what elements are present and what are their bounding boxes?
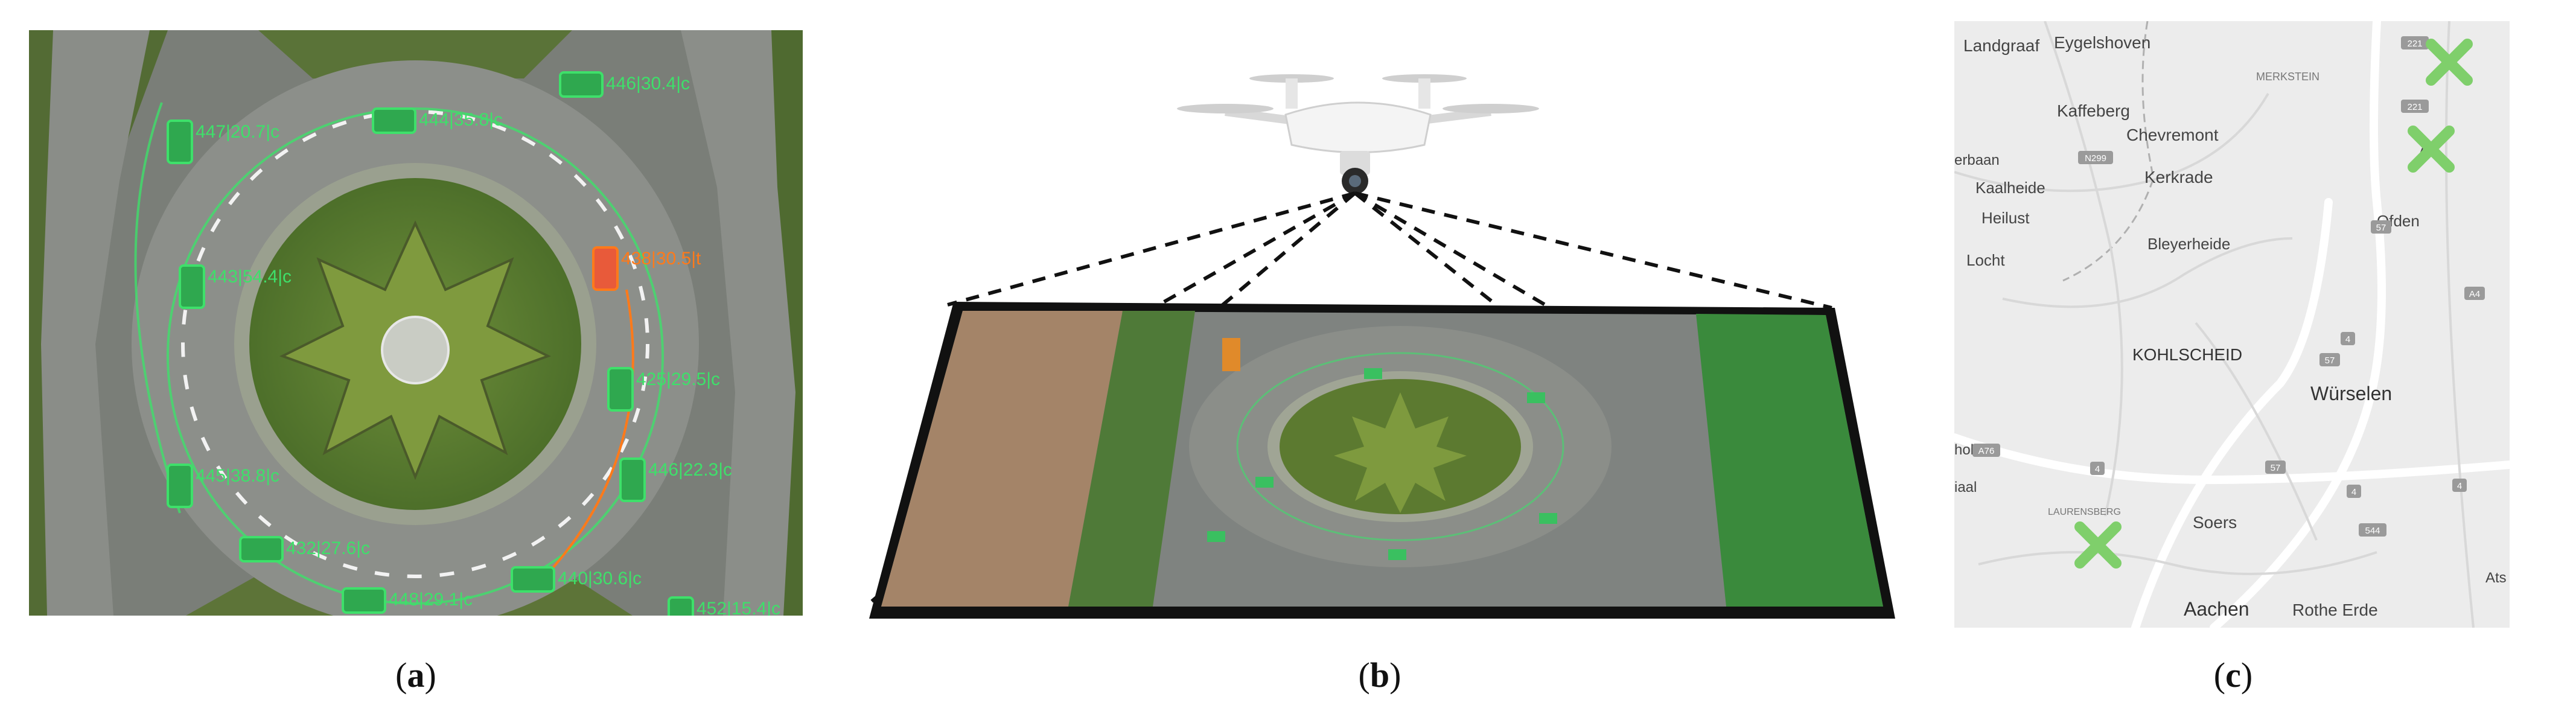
road-shield-label: 57 [2325, 355, 2335, 366]
road-shield [2078, 151, 2113, 164]
map-place-label: Chevremont [2126, 126, 2219, 144]
map-place-label: LAURENSBERG [2048, 507, 2121, 517]
road-shield-label: 4 [2457, 481, 2462, 491]
vehicle-label: 447|20.7|c [196, 122, 279, 142]
map-place-label: Würselen [2310, 383, 2392, 404]
road-shield-label: 4 [2345, 334, 2350, 345]
road-shield [2359, 523, 2386, 537]
map-place-label: MERKSTEIN [2256, 71, 2319, 83]
location-marker-icon [2408, 126, 2455, 173]
map-place-label: Ats [2485, 570, 2507, 586]
map-place-label: Aachen [2184, 598, 2249, 620]
road-shield-label: 221 [2407, 39, 2422, 49]
caption-a: (a) [395, 655, 436, 695]
map-place-label: Landgraaf [1963, 36, 2039, 55]
map-place-label: Bleyerheide [2147, 235, 2230, 253]
road-shield-label: 4 [2095, 464, 2100, 474]
location-marker-icon [2074, 521, 2122, 569]
road-shield [1972, 444, 2000, 457]
road-shield-label: 544 [2365, 526, 2380, 536]
road-shield [2464, 287, 2485, 300]
map-place-label: iaal [1954, 479, 1977, 496]
vehicle-label: 452|15.4|c [697, 599, 780, 616]
vehicle-label: 445|38.8|c [196, 466, 279, 486]
vehicle-label: 443|54.4|c [208, 267, 292, 287]
road-shield [2341, 332, 2355, 345]
map-place-label: Soers [2193, 513, 2237, 532]
road-shield [2090, 462, 2105, 475]
map-place-label: Heilust [1981, 209, 2030, 227]
vehicle-box [559, 71, 604, 98]
road-shield-label: 57 [2271, 463, 2281, 473]
map-place-label: Rothe Erde [2292, 601, 2378, 619]
projected-image [869, 302, 1895, 619]
map-place-label: erbaan [1954, 152, 2000, 168]
road-shield-label: A76 [1978, 446, 1995, 456]
vehicle-label: 448|29.1|c [389, 590, 473, 610]
road-shield [2347, 485, 2361, 498]
road-shield [2319, 353, 2340, 366]
vehicle-box [668, 596, 694, 641]
road-shield-label: N299 [2085, 153, 2106, 164]
map-place-label: Locht [1966, 251, 2005, 269]
vehicle-label: 438|30.5|t [621, 249, 701, 269]
vehicle-label: 432|27.6|c [286, 538, 370, 558]
vehicle-box [342, 587, 386, 614]
panel-b-drone-projection [868, 74, 1895, 619]
location-marker-icon [2426, 39, 2473, 86]
vehicle-box [372, 107, 416, 134]
road-shield [2265, 460, 2286, 474]
vehicle-box [179, 264, 205, 309]
caption-b: (b) [1358, 655, 1401, 695]
drone-icon [1177, 74, 1539, 194]
vehicle-label: 446|22.3|c [648, 460, 732, 480]
vehicle-label: 425|29.5|c [636, 369, 720, 389]
panel-b [868, 54, 1907, 634]
panel-a-aerial-image: 444|35.8|c 446|30.4|c 447|20.7|c 443|54.4|c… [29, 30, 803, 641]
vehicle-box [511, 566, 555, 593]
vehicle-box [239, 536, 284, 562]
map-place-label: Kaffeberg [2057, 101, 2130, 120]
map-place-label: Eygelshoven [2054, 33, 2150, 52]
road-shield-label: A4 [2469, 289, 2480, 299]
road-shield [2401, 36, 2429, 49]
road-shield [2371, 220, 2391, 234]
road-shield [2452, 479, 2467, 492]
vehicle-box [167, 119, 193, 164]
vehicle-box [619, 457, 646, 502]
vehicle-box [592, 246, 619, 291]
map-place-label: KOHLSCHEID [2132, 345, 2242, 364]
caption-c: (c) [2213, 655, 2253, 695]
vehicle-label: 440|30.6|c [558, 569, 642, 588]
road-shield-label: 4 [2351, 487, 2356, 497]
map-place-label: Kerkrade [2144, 168, 2213, 186]
road-shield-label: 221 [2407, 102, 2422, 112]
vehicle-box [607, 367, 634, 412]
vehicle-label: 444|35.8|c [419, 110, 503, 130]
road-shield-label: 57 [2376, 223, 2386, 233]
vehicle-label: 446|30.4|c [606, 74, 690, 94]
map-place-label: Kaalheide [1975, 179, 2045, 197]
vehicle-box [167, 464, 193, 508]
road-shield [2401, 100, 2429, 113]
panel-a: 444|35.8|c 446|30.4|c 447|20.7|c 443|54.4|c… [29, 30, 803, 641]
